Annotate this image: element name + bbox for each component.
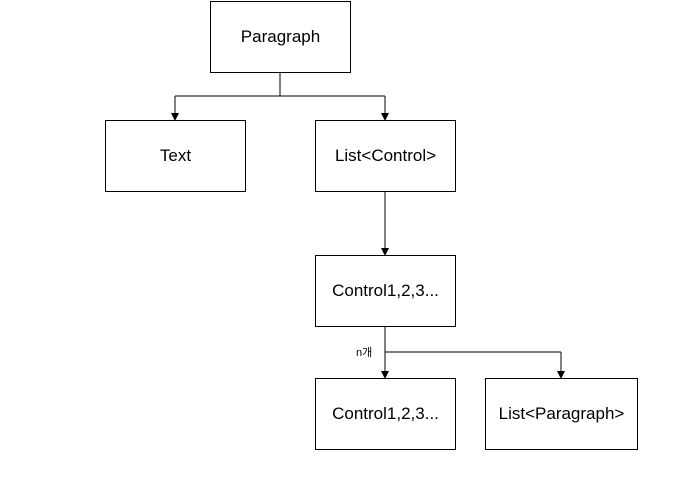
node-control-a: Control1,2,3... bbox=[315, 255, 456, 327]
node-list-control: List<Control> bbox=[315, 120, 456, 192]
node-list-paragraph: List<Paragraph> bbox=[485, 378, 638, 450]
edge-label-n-count: n개 bbox=[356, 347, 373, 359]
node-text: Text bbox=[105, 120, 246, 192]
node-control-b: Control1,2,3... bbox=[315, 378, 456, 450]
node-paragraph: Paragraph bbox=[210, 1, 351, 73]
